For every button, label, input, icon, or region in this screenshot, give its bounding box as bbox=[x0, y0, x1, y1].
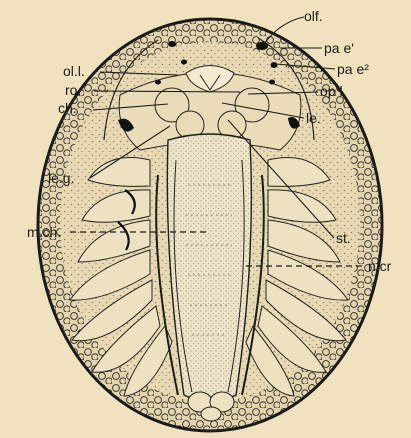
label-st: st. bbox=[336, 230, 351, 246]
label-m-ch: m.ch. bbox=[27, 224, 61, 240]
label-ol-l: ol.l. bbox=[63, 63, 85, 79]
label-n-cr: n.cr bbox=[368, 258, 392, 274]
label-ch: ch. bbox=[58, 100, 77, 116]
label-olf: olf. bbox=[304, 8, 323, 24]
label-le: le. bbox=[306, 110, 321, 126]
label-pa-e2: pa e² bbox=[337, 61, 369, 77]
label-op-l: op l. bbox=[320, 83, 346, 99]
label-le-g: le.g. bbox=[48, 170, 74, 186]
label-pa-e1: pa e' bbox=[324, 40, 354, 56]
label-ro: ro. bbox=[65, 82, 81, 98]
